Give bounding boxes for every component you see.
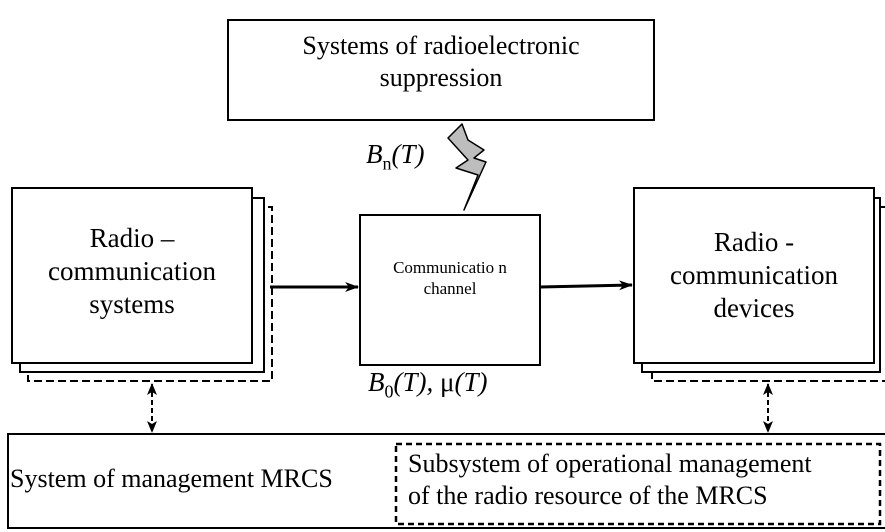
radio-systems-label: Radio – communication systems: [12, 222, 252, 321]
subsystem-line-2: of the radio resource of the MRCS: [408, 480, 768, 510]
suppression-line-1: Systems of radioelectronic: [302, 31, 580, 60]
radio-devices-label: Radio - communication devices: [634, 226, 874, 325]
management-label: System of management MRCS: [10, 463, 396, 495]
radio-systems-line-2: communication: [48, 255, 216, 286]
bn-subscript: n: [382, 153, 392, 174]
mu-symbol: μ: [440, 367, 455, 397]
radio-devices-line-2: communication: [670, 259, 838, 290]
radio-systems-line-1: Radio –: [89, 223, 175, 253]
management-box: [7, 433, 885, 529]
subsystem-box: [394, 442, 882, 526]
lightning-icon: [447, 123, 487, 211]
radio-systems-stack: [11, 187, 273, 382]
arrow-channel-to-devices: [539, 280, 633, 291]
subsystem-label: Subsystem of operational management of t…: [398, 448, 880, 511]
radio-devices-stack: [633, 187, 885, 382]
channel-box: [359, 214, 541, 366]
radio-systems-line-3: systems: [89, 288, 175, 319]
channel-line-2: channel: [423, 278, 477, 298]
suppression-line-2: suppression: [379, 62, 503, 92]
b0-subscript: 0: [384, 381, 394, 402]
bn-label: Bn(T): [366, 138, 425, 175]
channel-line-1: Communicatio n: [393, 258, 507, 277]
radio-devices-line-1: Radio -: [713, 227, 795, 257]
channel-label: Communicatio n channel: [360, 258, 540, 299]
subsystem-line-1: Subsystem of operational management: [408, 449, 812, 478]
bn-argument: (T): [391, 139, 425, 169]
suppression-box: [227, 19, 655, 121]
mu-argument: (T): [454, 367, 488, 397]
bn-symbol: B: [366, 139, 383, 169]
b0-argument: (T),: [393, 367, 440, 397]
b0-label: B0(T), μ(T): [368, 366, 487, 403]
b0-symbol: B: [368, 367, 385, 397]
radio-devices-line-3: devices: [713, 292, 795, 323]
suppression-label: Systems of radioelectronic suppression: [228, 30, 654, 93]
management-text: System of management MRCS: [10, 464, 333, 493]
